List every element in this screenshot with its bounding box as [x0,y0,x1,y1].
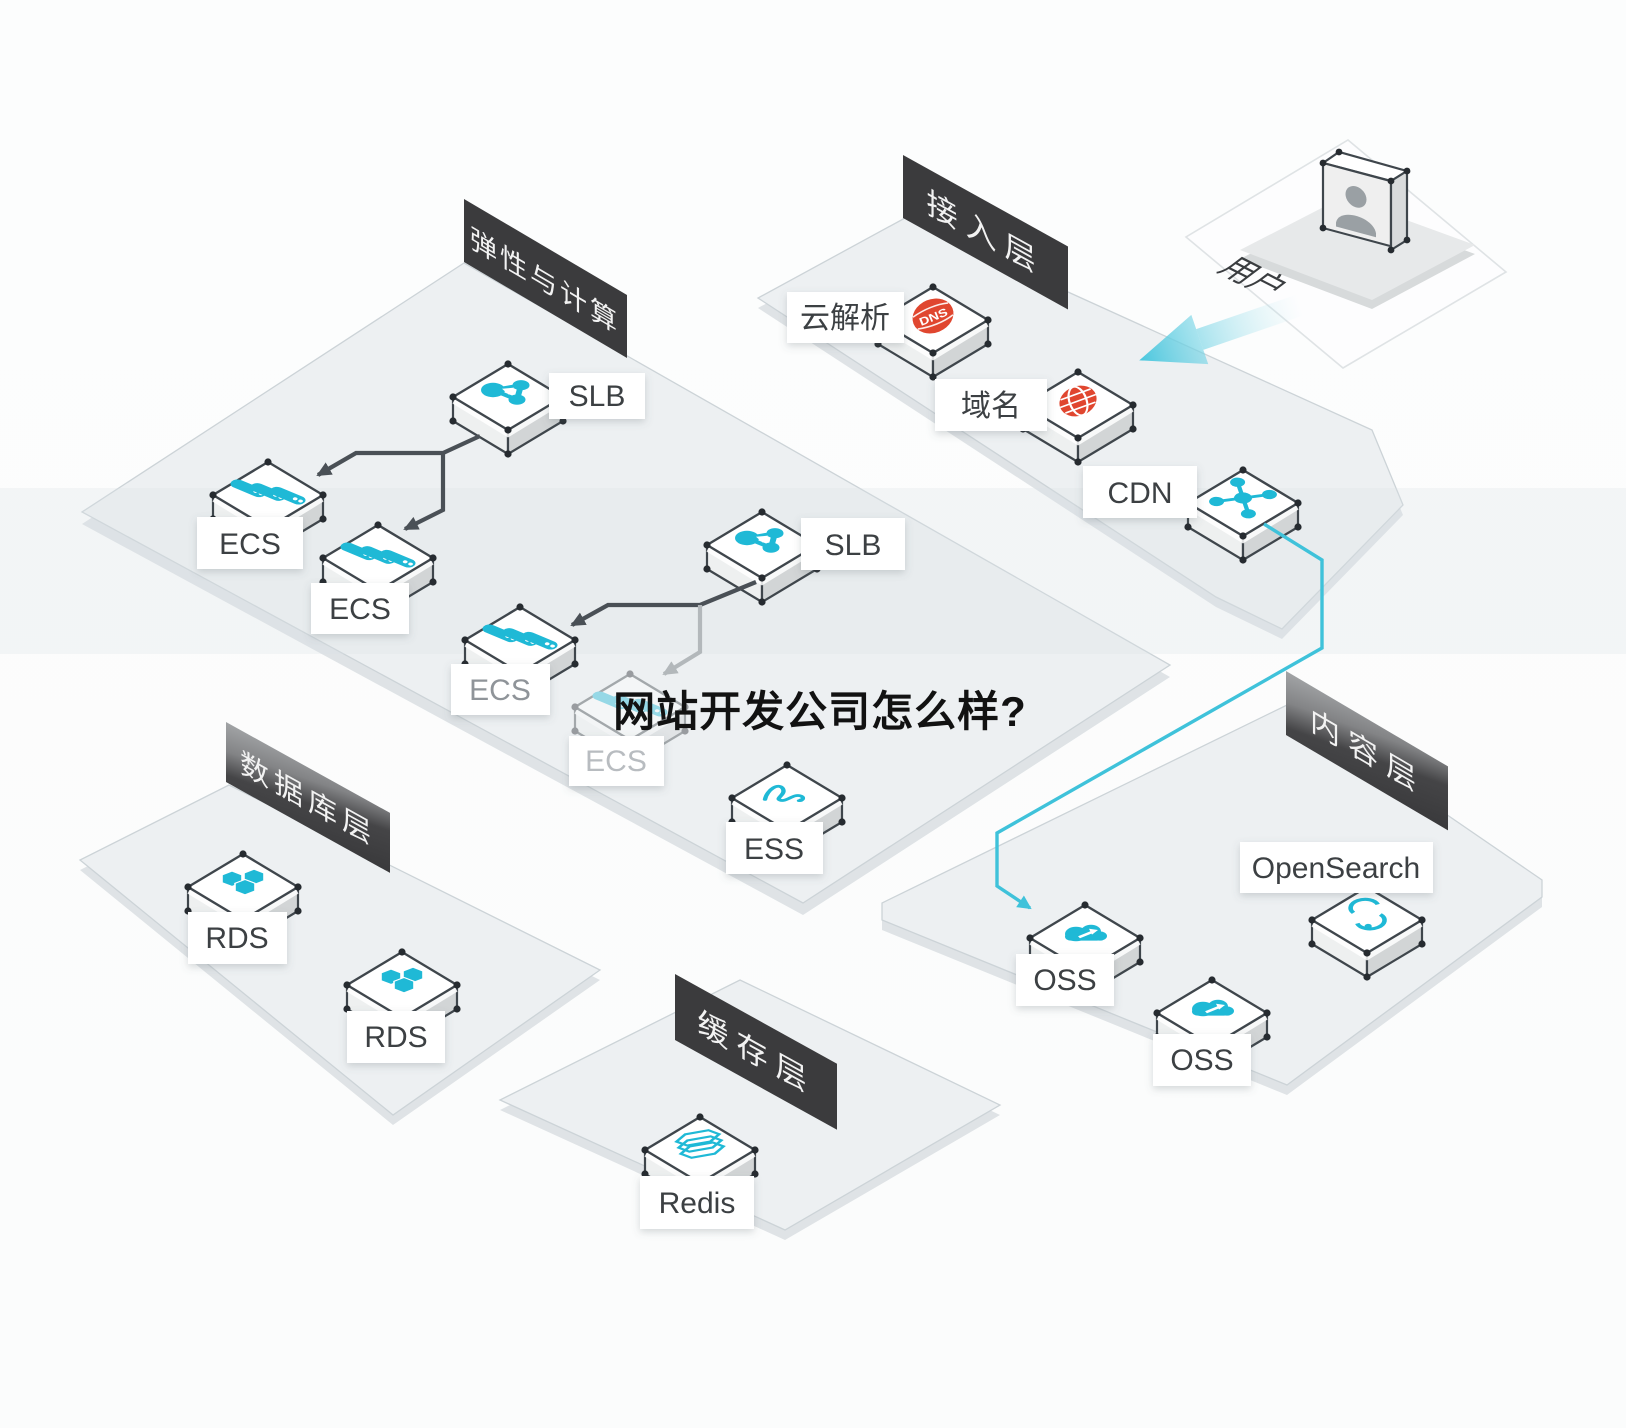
label-redis: Redis [640,1176,754,1229]
search-icon [1348,897,1387,931]
label-slb-2: SLB [801,518,905,570]
label-redis-text: Redis [659,1187,736,1220]
node-cdn [1184,466,1301,563]
label-dns: 云解析 [787,292,904,343]
label-rds-1: RDS [188,912,287,964]
platform-content [881,704,1543,1095]
user-to-access-arrow [1139,294,1304,365]
node-redis [641,1113,758,1210]
label-domain-text: 域名 [961,390,1021,423]
platform-cache [498,979,1002,1240]
label-oss-2-text: OSS [1170,1044,1233,1077]
label-cards: SLB ECS ECS SLB ECS ECS ESS 云解析 [188,292,1433,1229]
platform-compute [80,262,1172,915]
label-oss-2: OSS [1153,1034,1251,1086]
label-ecs-1-text: ECS [219,528,281,561]
label-dns-text: 云解析 [800,302,890,335]
arrow-slb1-ecs1 [316,434,481,477]
cache-stack-icon [674,1129,726,1159]
node-ess [728,761,845,858]
arrow-slb2-ecs3 [570,580,757,627]
label-cdn-text: CDN [1108,477,1173,510]
label-rds-1-text: RDS [205,922,268,955]
node-dns: DNS [874,283,991,380]
page-title: 网站开发公司怎么样? [613,688,1027,735]
user-zone [1184,139,1508,369]
label-ecs-3-text: ECS [469,674,531,707]
dns-icon: DNS [912,298,954,334]
user-icon [1336,185,1376,238]
scaling-icon [762,784,806,803]
node-domain [1019,368,1136,465]
label-rds-2-text: RDS [364,1021,427,1054]
label-cdn: CDN [1083,466,1197,518]
label-ecs-1: ECS [197,517,303,569]
label-oss-1: OSS [1016,954,1114,1006]
hub-icon [1209,477,1277,519]
label-opensearch-text: OpenSearch [1252,852,1420,885]
label-ess-text: ESS [744,833,804,866]
arrow-slb1-ecs2 [403,453,446,531]
label-rds-2: RDS [347,1011,445,1063]
connectors [316,434,1324,910]
user-figure: 用户 [1211,148,1411,303]
label-ecs-2: ECS [311,583,409,634]
label-ecs-3: ECS [451,664,550,715]
arrow-slb2-ecs4 [662,605,703,676]
label-ecs-4-text: ECS [585,745,647,778]
label-oss-1-text: OSS [1033,964,1096,997]
label-ecs-2-text: ECS [329,593,391,626]
label-ecs-4: ECS [569,736,664,786]
label-opensearch: OpenSearch [1240,842,1433,893]
globe-icon [1059,385,1097,417]
label-slb-2-text: SLB [825,529,882,562]
cdn-to-oss-line [995,522,1324,910]
label-slb-1: SLB [549,373,645,419]
label-slb-1-text: SLB [569,380,626,413]
label-ess: ESS [726,822,823,874]
label-domain: 域名 [935,379,1047,431]
node-opensearch [1308,883,1425,980]
